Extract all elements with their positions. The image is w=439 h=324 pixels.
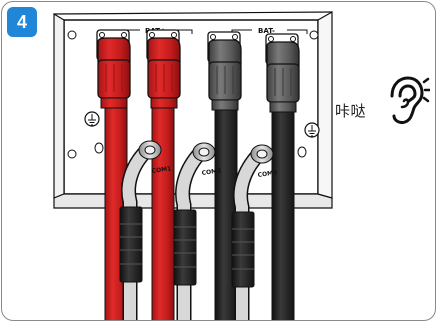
bat-negative-label: BAT- bbox=[258, 27, 275, 35]
click-sound-label: 咔哒 bbox=[335, 102, 367, 120]
battery-connector-illustration: BAT+ BAT- bbox=[53, 10, 333, 320]
port-label-com1: COM1 bbox=[151, 165, 171, 175]
port-label-com2: COM2 bbox=[201, 167, 221, 177]
comm-cables bbox=[119, 140, 274, 320]
battery-connectors bbox=[96, 29, 300, 113]
step-card: BAT+ BAT- bbox=[1, 1, 436, 321]
step-number-badge: 4 bbox=[7, 7, 37, 37]
port-label-com3: COM3 bbox=[257, 169, 277, 179]
ear-icon bbox=[390, 76, 430, 124]
